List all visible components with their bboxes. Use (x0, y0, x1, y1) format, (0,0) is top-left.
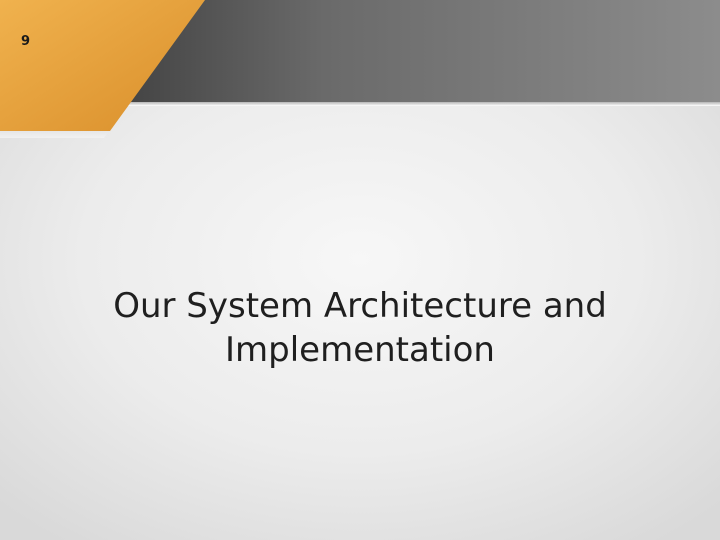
header-band-edge (0, 102, 720, 106)
slide-title: Our System Architecture and Implementati… (60, 284, 660, 372)
page-number: 9 (21, 34, 31, 49)
slide-title-line-2: Implementation (225, 330, 495, 370)
slide-title-line-1: Our System Architecture and (113, 286, 607, 326)
